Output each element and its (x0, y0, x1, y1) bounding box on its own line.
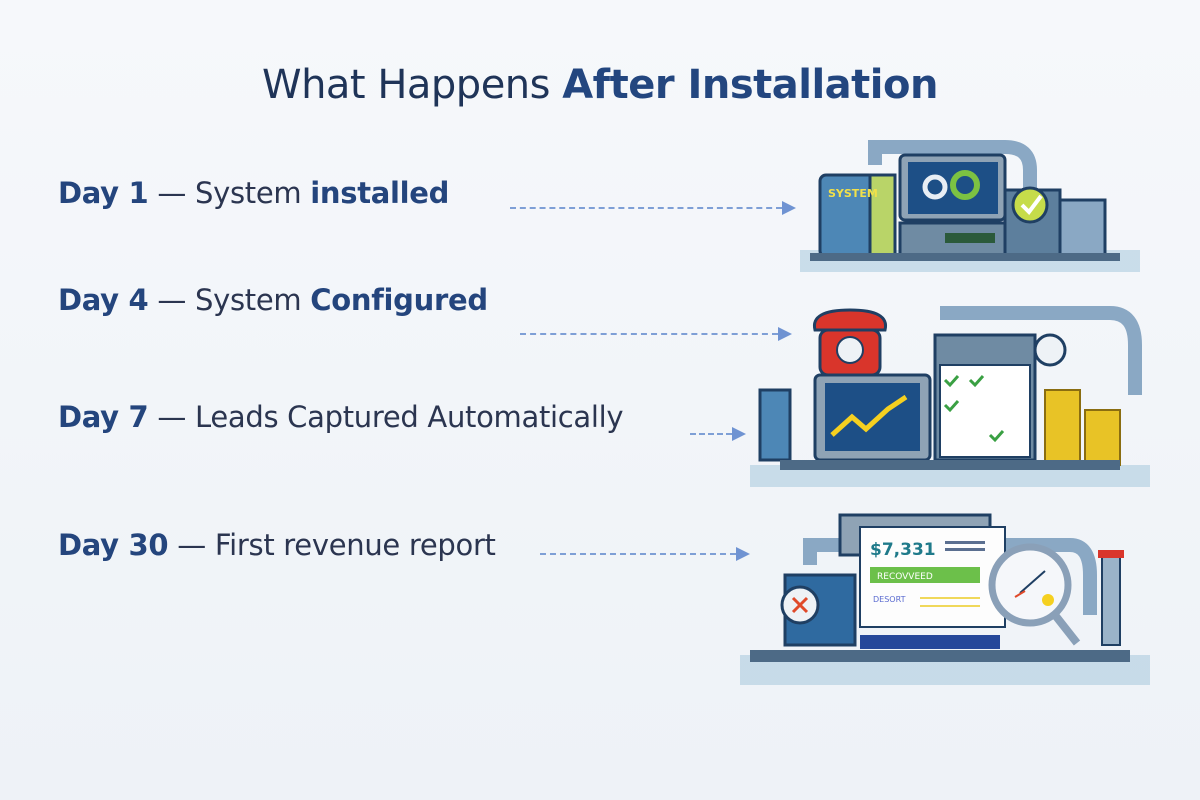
milestone-day-30: Day 30 — First revenue report (58, 528, 496, 562)
svg-text:RECOVVEED: RECOVVEED (877, 572, 933, 582)
arrow-day-1 (510, 201, 796, 215)
gear-icon (922, 174, 948, 200)
svg-text:DESORT: DESORT (873, 595, 906, 604)
svg-text:SYSTEM: SYSTEM (828, 187, 878, 200)
gear-icon (950, 170, 980, 200)
arrow-day-30 (540, 547, 750, 561)
telephone-icon (812, 308, 888, 332)
arrow-day-4 (520, 327, 792, 341)
magnifier-gauge-icon (988, 543, 1081, 646)
installed-system-illustration: SYSTEM (800, 140, 1140, 272)
page-title: What Happens After Installation (262, 62, 938, 108)
milestone-day-7: Day 7 — Leads Captured Automatically (58, 400, 624, 434)
revenue-report-illustration: $7,331 RECOVVEED DESORT (740, 513, 1150, 685)
svg-text:$7,331: $7,331 (870, 540, 936, 560)
arrow-day-7 (690, 427, 746, 441)
configured-system-illustration (750, 306, 1150, 487)
checkmark-icon (1011, 186, 1049, 224)
milestone-day-1: Day 1 — System installed (58, 176, 450, 210)
trend-up-icon (830, 394, 908, 437)
calendar-checklist-icon (939, 364, 1031, 458)
milestone-day-4: Day 4 — System Configured (58, 283, 488, 317)
coin-stack-icon (1044, 389, 1121, 466)
